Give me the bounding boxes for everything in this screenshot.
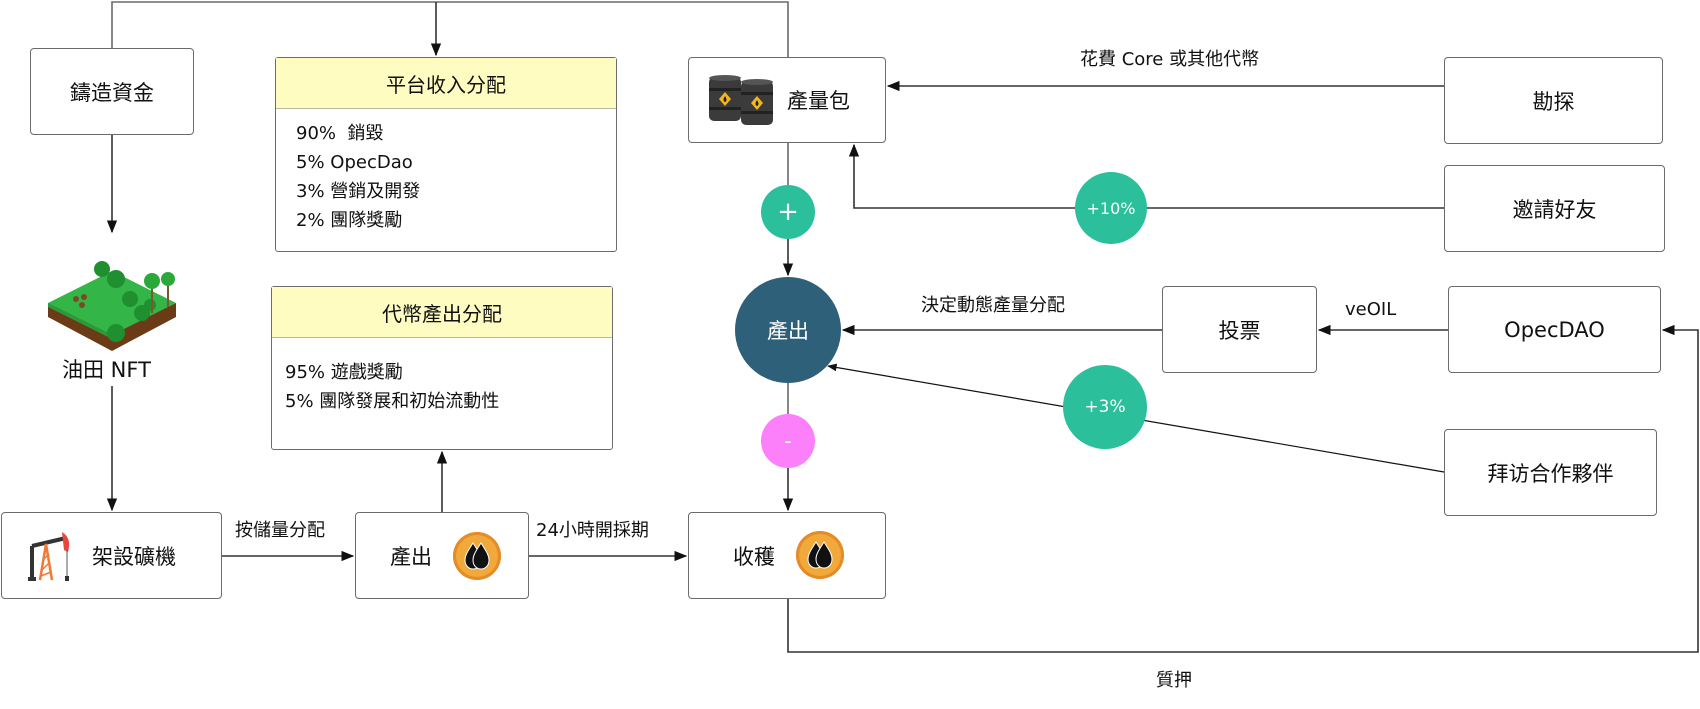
stake-edge-label: 質押 xyxy=(1156,670,1192,691)
output-circle-label: 產出 xyxy=(767,319,809,343)
explore-node[interactable]: 勘探 xyxy=(1444,57,1663,144)
explore-label: 勘探 xyxy=(1532,89,1575,114)
output-circle-node[interactable]: 產出 xyxy=(735,277,841,383)
veoil-edge-label: veOIL xyxy=(1345,299,1397,320)
oil-coin-icon xyxy=(453,532,501,580)
oil-barrel-icon xyxy=(707,74,775,126)
by-reserve-edge-label: 按儲量分配 xyxy=(235,520,325,541)
dynamic-alloc-edge-label: 決定動態產量分配 xyxy=(921,295,1065,316)
visit-partners-node[interactable]: 拜访合作夥伴 xyxy=(1444,429,1657,516)
yield-pack-node[interactable]: 產量包 xyxy=(688,57,886,143)
edge-top-bus xyxy=(111,1,789,57)
oilfield-nft-icon xyxy=(46,255,178,355)
spend-edge-label: 花費 Core 或其他代幣 xyxy=(1080,49,1260,70)
pump-jack-icon xyxy=(28,530,74,582)
platform-revenue-item: 2% 團隊獎勵 xyxy=(296,210,403,231)
yield-pack-label: 產量包 xyxy=(787,89,850,113)
token-output-item: 5% 團隊發展和初始流動性 xyxy=(285,391,500,412)
mining-period-edge-label: 24小時開採期 xyxy=(536,520,649,541)
invite-friends-node[interactable]: 邀請好友 xyxy=(1444,165,1665,252)
edge-invite-to-yield xyxy=(848,143,1444,209)
opecdao-node[interactable]: OpecDAO xyxy=(1448,286,1661,373)
harvest-node[interactable]: 收穫 xyxy=(688,512,886,599)
token-output-title: 代幣產出分配 xyxy=(272,287,612,338)
vote-label: 投票 xyxy=(1218,318,1261,343)
visit-partners-label: 拜访合作夥伴 xyxy=(1487,461,1614,486)
invite-bonus-badge: +10% xyxy=(1075,172,1147,244)
minus-badge: - xyxy=(761,414,815,468)
partner-bonus-label: +3% xyxy=(1084,397,1126,417)
plus-badge: + xyxy=(761,185,815,239)
vote-node[interactable]: 投票 xyxy=(1162,286,1317,373)
invite-friends-label: 邀請好友 xyxy=(1512,197,1597,222)
platform-revenue-title: 平台收入分配 xyxy=(276,58,616,109)
build-rig-label: 架設礦機 xyxy=(92,544,176,569)
platform-revenue-item: 90% 銷毀 xyxy=(296,123,384,144)
edge-stake-loop xyxy=(787,324,1699,653)
output-label: 產出 xyxy=(390,544,432,569)
invite-bonus-label: +10% xyxy=(1086,198,1136,218)
plus-icon: + xyxy=(777,197,799,227)
token-output-item: 95% 遊戲獎勵 xyxy=(285,362,403,383)
minus-icon: - xyxy=(784,429,792,453)
mint-funds-node[interactable]: 鑄造資金 xyxy=(30,48,194,135)
harvest-label: 收穫 xyxy=(733,544,775,569)
token-output-table[interactable]: 代幣產出分配 95% 遊戲獎勵 5% 團隊發展和初始流動性 xyxy=(271,286,613,450)
platform-revenue-item: 3% 營銷及開發 xyxy=(296,181,421,202)
partner-bonus-badge: +3% xyxy=(1063,365,1147,449)
oilfield-nft-label: 油田 NFT xyxy=(62,358,151,382)
platform-revenue-table[interactable]: 平台收入分配 90% 銷毀 5% OpecDao 3% 營銷及開發 2% 團隊獎… xyxy=(275,57,617,252)
build-rig-node[interactable]: 架設礦機 xyxy=(1,512,222,599)
output-node[interactable]: 產出 xyxy=(355,512,529,599)
oil-coin-icon xyxy=(796,531,844,579)
platform-revenue-item: 5% OpecDao xyxy=(296,152,413,173)
mint-funds-label: 鑄造資金 xyxy=(70,80,154,105)
opecdao-label: OpecDAO xyxy=(1504,317,1605,342)
